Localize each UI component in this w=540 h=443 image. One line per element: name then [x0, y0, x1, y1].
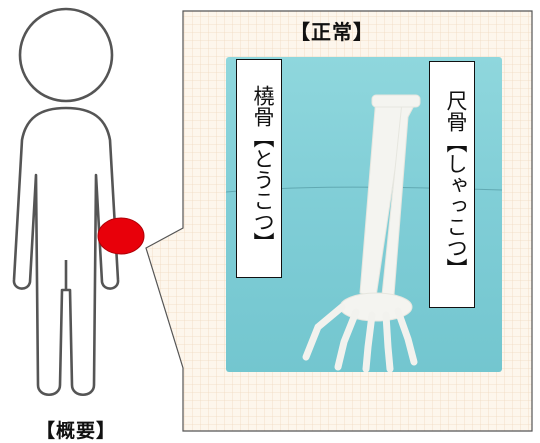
- injury-marker: [97, 217, 145, 255]
- person-outline-icon: [12, 7, 120, 397]
- radius-label: 橈骨【とうこつ】: [236, 59, 282, 278]
- panel-title: 【正常】: [290, 20, 374, 44]
- ulna-label: 尺骨【しゃっこつ】: [429, 61, 475, 308]
- forearm-bones-icon: [226, 94, 502, 372]
- overview-caption: 【概要】: [36, 420, 117, 442]
